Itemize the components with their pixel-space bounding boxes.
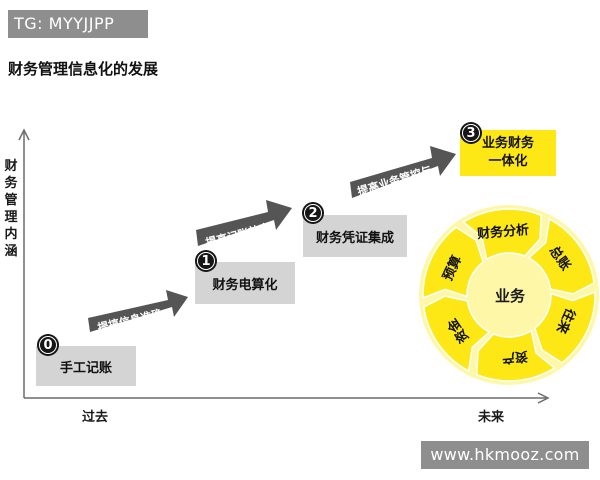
watermark-bottom-right: www.hkmooz.com <box>421 441 589 469</box>
transition-arrow-3 <box>350 146 456 198</box>
watermark-top-left: TG: MYYJJPP <box>8 10 148 38</box>
cycle-segment-5 <box>422 226 485 300</box>
stage-1-label: 财务电算化 <box>212 277 278 293</box>
x-axis-label-future: 未来 <box>478 410 505 425</box>
stage-2-box: 财务凭证集成 <box>303 215 407 257</box>
cycle-segment-1 <box>527 217 595 295</box>
x-axis-label-past: 过去 <box>82 410 109 425</box>
stage-3-label-line1: 业务财务 <box>481 136 534 151</box>
cycle-segment-6 <box>462 208 542 261</box>
transition-arrow-1 <box>88 290 188 332</box>
y-axis-arrowhead <box>18 128 30 141</box>
stage-3-label-line2: 一体化 <box>488 154 528 169</box>
stage-0-number: 0 <box>37 334 59 356</box>
cycle-segment-3 <box>476 329 556 382</box>
stage-1-number: 1 <box>195 250 217 272</box>
cycle-segment-2 <box>533 290 596 364</box>
diagram-title: 财务管理信息化的发展 <box>8 60 159 78</box>
x-axis-arrowhead <box>537 392 550 404</box>
y-axis-label: 财务管理内涵 <box>4 159 18 259</box>
cycle-segment-4 <box>423 295 491 373</box>
stage-2-label: 财务凭证集成 <box>315 230 394 246</box>
cycle-center-label: 业务 <box>494 287 525 305</box>
transition-arrow-2 <box>196 200 292 246</box>
stage-0-label: 手工记账 <box>59 360 112 376</box>
stage-3-number: 3 <box>460 122 482 144</box>
stage-2-number: 2 <box>302 202 324 224</box>
